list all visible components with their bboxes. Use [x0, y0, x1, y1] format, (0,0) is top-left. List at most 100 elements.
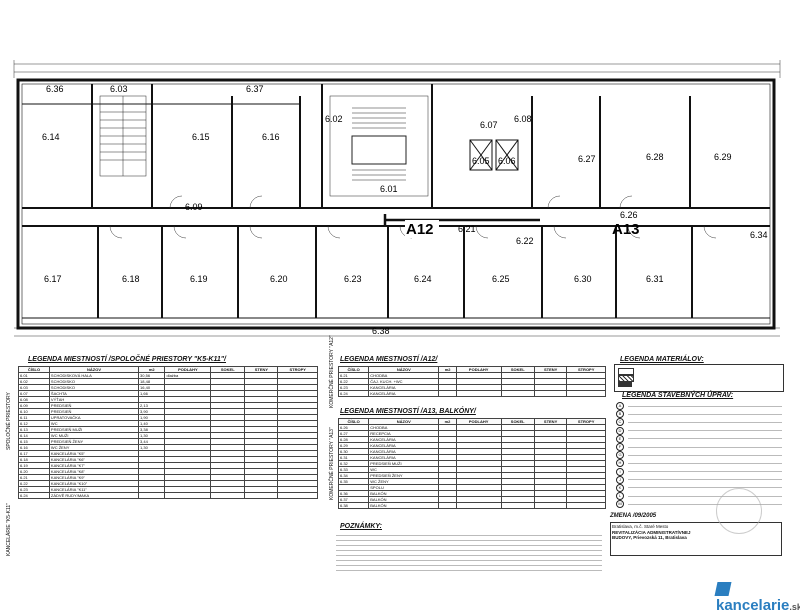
- change-item: K: [616, 483, 782, 492]
- change-marker-icon: G: [616, 451, 624, 460]
- change-marker-icon: M: [616, 500, 624, 509]
- change-marker-icon: H: [616, 459, 624, 468]
- change-marker-icon: B: [616, 410, 624, 419]
- notes-title: POZNÁMKY:: [340, 523, 382, 530]
- room-label: 6.36: [46, 84, 64, 94]
- change-item: B: [616, 410, 782, 419]
- change-item: L: [616, 492, 782, 501]
- title-block-line-3: BUDOVY, Prievozská 11, Bratislava: [612, 535, 687, 540]
- material-swatch: [618, 368, 634, 375]
- legend-left-side-label-1: SPOLOČNÉ PRIESTORY: [6, 392, 12, 450]
- room-label: 6.01: [380, 184, 398, 194]
- room-labels: 6.36 6.03 6.37 6.02 6.14 6.15 6.16 6.01 …: [42, 84, 768, 336]
- room-label: 6.16: [262, 132, 280, 142]
- table-cell: 6.38: [337, 502, 370, 509]
- room-label: 6.25: [492, 274, 510, 284]
- change-marker-icon: F: [616, 443, 624, 452]
- room-label: 6.37: [246, 84, 264, 94]
- table-cell: BALKÓN: [368, 502, 440, 509]
- change-line: [628, 454, 782, 456]
- building-walls: [16, 78, 776, 330]
- table-cell: ZÁDVĚ RUDY/MAKA: [48, 492, 140, 499]
- room-label: 6.15: [192, 132, 210, 142]
- change-marker-icon: D: [616, 426, 624, 435]
- legend-a13-side-label: KOMERČNÉ PRIESTORY "A13": [329, 427, 335, 500]
- room-label: 6.26: [620, 210, 638, 220]
- table-cell: [438, 390, 457, 397]
- legend-a12-title: LEGENDA MIESTNOSTÍ /A12/: [340, 356, 438, 363]
- change-item: H: [616, 459, 782, 468]
- change-item: D: [616, 426, 782, 435]
- legend-left-side-label-2: KANCELÁRIE "K5-K11": [6, 503, 12, 556]
- change-item: F: [616, 443, 782, 452]
- table-cell: [438, 502, 457, 509]
- legend-materials-title: LEGENDA MATERIÁLOV:: [620, 356, 704, 363]
- section-label-a12: A12: [406, 221, 434, 238]
- room-label: 6.21: [458, 224, 476, 234]
- change-line: [628, 495, 782, 497]
- change-line: [628, 479, 782, 481]
- table-cell: [164, 492, 212, 499]
- staircase: [99, 95, 429, 197]
- change-marker-icon: E: [616, 434, 624, 443]
- material-swatch: [618, 382, 632, 387]
- room-label: 6.07: [480, 120, 498, 130]
- room-label: 6.03: [110, 84, 128, 94]
- change-item: I: [616, 467, 782, 476]
- legend-left-title: LEGENDA MIESTNOSTÍ /SPOLOČNÉ PRIESTORY "…: [28, 356, 227, 363]
- table-cell: [277, 492, 318, 499]
- change-marker-icon: C: [616, 418, 624, 427]
- legend-materials-box: [614, 364, 784, 392]
- room-label: 6.20: [270, 274, 288, 284]
- official-seal: [716, 488, 762, 534]
- legend-changes-title: LEGENDA STAVEBNÝCH ÚPRAV:: [622, 392, 734, 399]
- room-label: 6.02: [325, 114, 343, 124]
- room-label: 6.09: [185, 202, 203, 212]
- table-cell: [566, 390, 606, 397]
- table-cell: [455, 390, 502, 397]
- legend-a12-side-label: KOMERČNÉ PRIESTORY "A12": [329, 335, 335, 408]
- room-label: 6.05: [472, 156, 490, 166]
- room-label: 6.19: [190, 274, 208, 284]
- table-cell: [455, 502, 502, 509]
- table-cell: [533, 502, 568, 509]
- table-cell: 6.24: [337, 390, 370, 397]
- table-cell: [500, 502, 535, 509]
- room-label: 6.29: [714, 152, 732, 162]
- title-block-line-1: Bratislava, m.č. Staré Mesto: [612, 524, 669, 529]
- revision-label: ZMENA /09/2005: [610, 513, 657, 519]
- section-label-a13: A13: [612, 221, 640, 238]
- change-line: [628, 471, 782, 473]
- room-label: 6.14: [42, 132, 60, 142]
- change-line: [628, 487, 782, 489]
- change-item: J: [616, 475, 782, 484]
- change-line: [628, 462, 782, 464]
- legend-a13-title: LEGENDA MIESTNOSTÍ /A13, BALKÓNY/: [340, 408, 476, 415]
- room-label: 6.34: [750, 230, 768, 240]
- table-cell: [244, 492, 279, 499]
- elevator-shafts: [469, 139, 519, 171]
- watermark-suffix: .sk: [789, 602, 800, 612]
- change-item: G: [616, 451, 782, 460]
- room-label: 6.08: [514, 114, 532, 124]
- table-cell: [533, 390, 568, 397]
- room-label: 6.23: [344, 274, 362, 284]
- building-icon: [714, 582, 732, 597]
- room-label: 6.27: [578, 154, 596, 164]
- change-marker-icon: I: [616, 467, 624, 476]
- change-line: [628, 430, 782, 432]
- table-cell: [210, 492, 246, 499]
- room-label: 6.18: [122, 274, 140, 284]
- change-marker-icon: L: [616, 492, 624, 501]
- title-block-line-2: REVITALIZÁCIA ADMINISTRATÍVNEJ: [612, 529, 691, 535]
- table-cell: [566, 502, 606, 509]
- table-cell: 6.24: [18, 492, 50, 499]
- material-swatch: [618, 375, 634, 382]
